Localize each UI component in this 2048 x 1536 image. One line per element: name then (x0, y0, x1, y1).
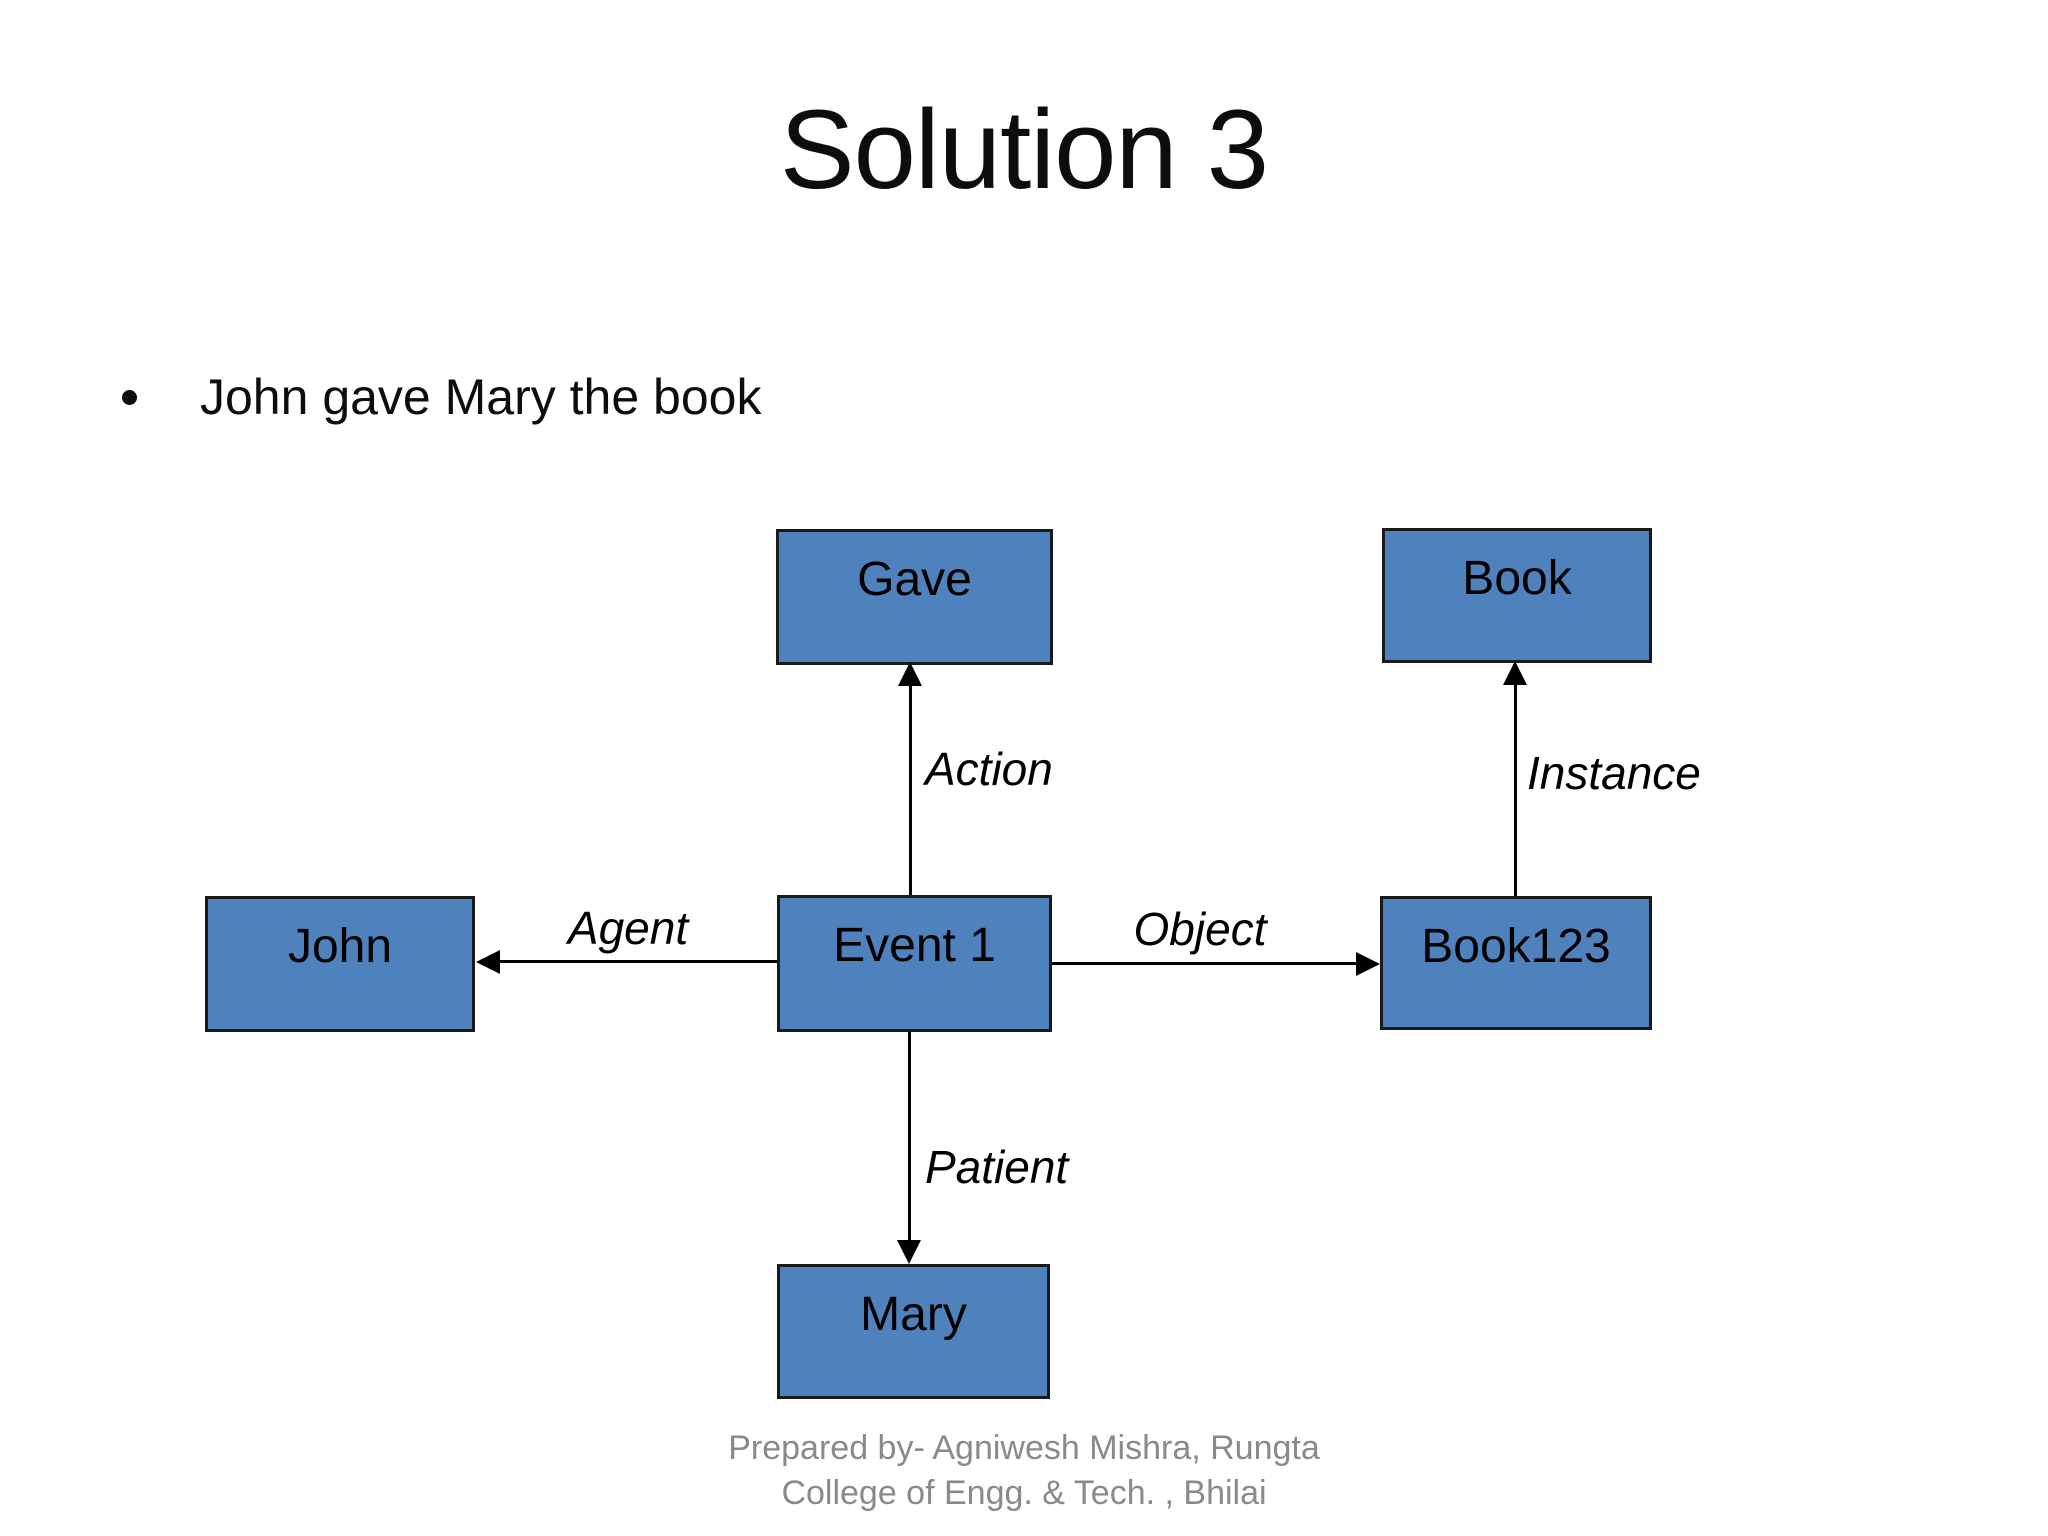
edge-label-action: Action (925, 743, 1053, 795)
agent-arrow-shaft (498, 960, 777, 963)
node-gave-label: Gave (857, 553, 972, 606)
instance-arrowhead-up-icon (1503, 661, 1527, 685)
action-arrowhead-up-icon (898, 662, 922, 686)
node-book123-label: Book123 (1421, 920, 1611, 973)
bullet-marker (122, 390, 137, 405)
object-arrow-shaft (1052, 962, 1358, 965)
node-event1: Event 1 (777, 895, 1052, 1032)
patient-arrow-shaft (908, 1032, 911, 1242)
footer-line-2: College of Engg. & Tech. , Bhilai (781, 1473, 1267, 1512)
action-arrow-shaft (909, 686, 912, 895)
edge-label-object: Object (1133, 903, 1267, 955)
node-event1-label: Event 1 (833, 919, 996, 972)
edge-label-agent: Agent (567, 902, 689, 954)
edge-label-patient: Patient (925, 1141, 1069, 1193)
node-gave: Gave (776, 529, 1053, 665)
patient-arrowhead-down-icon (897, 1240, 921, 1264)
node-john: John (205, 896, 475, 1032)
node-mary-label: Mary (860, 1288, 967, 1341)
node-mary: Mary (777, 1264, 1050, 1399)
footer-credit: Prepared by- Agniwesh Mishra, Rungta Col… (728, 1426, 1320, 1516)
footer-line-1: Prepared by- Agniwesh Mishra, Rungta (728, 1429, 1320, 1467)
bullet-text: John gave Mary the book (200, 369, 762, 425)
node-john-label: John (287, 920, 393, 973)
node-book: Book (1382, 528, 1652, 663)
node-book123: Book123 (1380, 896, 1652, 1030)
object-arrowhead-right-icon (1356, 952, 1380, 976)
edge-label-instance: Instance (1527, 747, 1701, 799)
node-book-label: Book (1462, 552, 1572, 605)
slide-title: Solution 3 (779, 87, 1269, 212)
instance-arrow-shaft (1514, 685, 1517, 896)
agent-arrowhead-left-icon (476, 950, 500, 974)
